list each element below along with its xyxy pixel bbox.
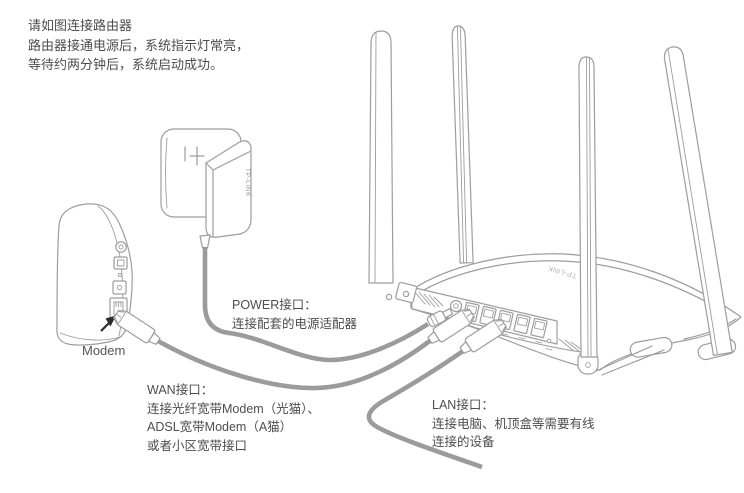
lan-callout-desc-2: 连接的设备 — [432, 435, 495, 449]
lan-callout-desc-1: 连接电脑、机顶盒等需要有线 — [432, 416, 595, 431]
intro-line-2: 路由器接通电源后，系统指示灯常亮， — [28, 37, 250, 53]
wan-callout-title: WAN接口： — [147, 383, 214, 397]
power-callout-desc: 连接配套的电源适配器 — [232, 316, 358, 331]
modem-ethernet-plug — [113, 309, 161, 345]
power-callout: POWER接口： 连接配套的电源适配器 — [232, 296, 357, 333]
intro-line-3: 等待约两分钟后，系统启动成功。 — [28, 57, 224, 72]
power-callout-title: POWER接口： — [232, 298, 317, 312]
lan-callout: LAN接口： 连接电脑、机顶盒等需要有线 连接的设备 — [432, 396, 595, 452]
wan-callout-desc-2: ADSL宽带Modem（A猫） — [147, 420, 293, 434]
strain-relief — [199, 234, 211, 249]
router-antenna-2 — [451, 25, 474, 264]
wan-callout: WAN接口： 连接光纤宽带Modem（光猫）、 ADSL宽带Modem（A猫） … — [147, 381, 320, 455]
wan-callout-desc-1: 连接光纤宽带Modem（光猫）、 — [147, 401, 320, 416]
lan-cable — [366, 349, 483, 470]
modem-caption: Modem — [82, 343, 126, 358]
reset-pinhole — [546, 338, 552, 344]
power-cable — [202, 247, 430, 363]
wan-cable — [156, 338, 433, 391]
router-antenna-4 — [663, 46, 733, 356]
modem-device — [56, 203, 133, 346]
router-lan-port-3 — [513, 313, 531, 335]
lan-callout-title: LAN接口： — [432, 398, 494, 412]
power-plug — [426, 308, 454, 328]
router-antenna-1 — [368, 30, 394, 284]
adapter-brand-label: TP-LINK — [244, 168, 251, 197]
router-antenna-3 — [577, 56, 599, 375]
wan-callout-desc-3: 或者小区宽带接口 — [147, 438, 248, 453]
modem-ports — [109, 241, 128, 320]
intro-text: 请如图连接路由器 路由器接通电源后，系统指示灯常亮， 等待约两分钟后，系统启动成… — [28, 16, 249, 75]
lan-ethernet-plug — [459, 318, 507, 354]
intro-line-1: 请如图连接路由器 — [28, 18, 133, 33]
router-lan-port-4 — [530, 317, 548, 339]
wan-ethernet-plug — [427, 308, 475, 344]
power-adapter: TP-LINK — [199, 140, 252, 249]
